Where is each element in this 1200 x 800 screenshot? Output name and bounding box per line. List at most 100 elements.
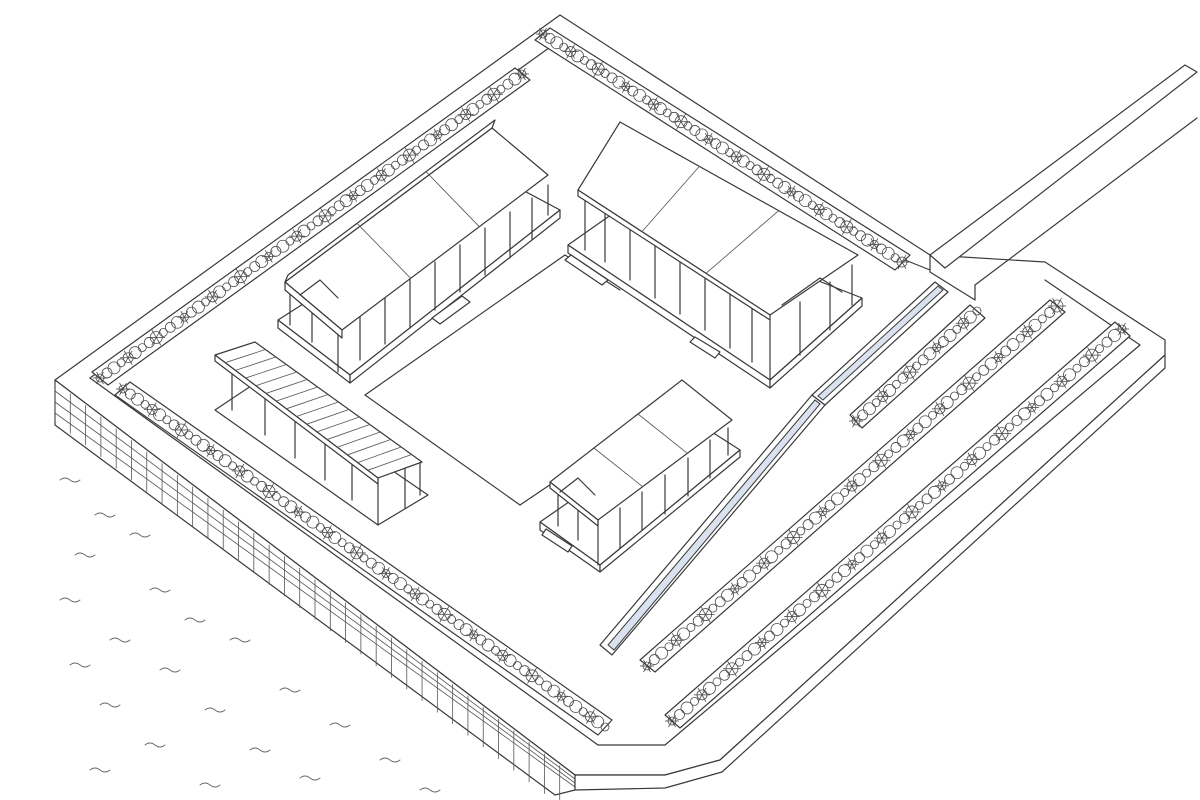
- shrub: [714, 596, 726, 608]
- shrub: [861, 233, 874, 247]
- shrub: [276, 239, 290, 253]
- shrub: [418, 139, 429, 151]
- shrub: [743, 569, 756, 583]
- shrub: [196, 438, 210, 452]
- shrub: [372, 561, 386, 575]
- shrub: [101, 367, 113, 379]
- shrub: [158, 327, 168, 337]
- water-surface: [59, 477, 441, 793]
- shrub: [390, 160, 400, 170]
- shrub: [270, 245, 282, 257]
- shrub: [899, 513, 910, 524]
- shrub: [774, 545, 784, 555]
- shrub: [1034, 395, 1045, 407]
- shrub: [648, 654, 660, 665]
- shrub: [963, 310, 977, 324]
- shrub: [796, 526, 806, 536]
- shrub: [819, 207, 833, 221]
- shrub: [668, 111, 680, 123]
- water-ripple: [59, 597, 81, 603]
- shrub: [1018, 407, 1031, 421]
- shrub: [1037, 314, 1047, 324]
- shrub: [834, 217, 846, 228]
- shrub: [563, 695, 574, 707]
- shrub: [541, 680, 552, 692]
- shrub: [481, 638, 495, 652]
- shrub: [124, 388, 136, 400]
- shrub: [984, 357, 998, 371]
- shrub: [854, 552, 865, 564]
- shrub: [512, 661, 522, 670]
- shrub: [190, 434, 202, 446]
- shrub: [778, 181, 792, 194]
- shrub: [585, 59, 597, 71]
- shrub: [453, 619, 465, 630]
- shrub: [862, 468, 872, 478]
- water-ripple: [249, 747, 271, 753]
- shrub: [284, 500, 298, 514]
- shrub: [875, 243, 887, 255]
- shrub: [748, 642, 761, 656]
- shrub: [716, 141, 729, 155]
- north-pavilion: [277, 119, 561, 384]
- shrub: [359, 553, 369, 563]
- shrub: [956, 384, 968, 395]
- shrub: [416, 592, 429, 606]
- shrub: [982, 442, 992, 452]
- perimeter-hedges: [91, 27, 1131, 736]
- shrub: [703, 681, 716, 695]
- shrub: [770, 623, 784, 636]
- shrub: [633, 88, 647, 102]
- shrub: [1101, 336, 1113, 348]
- water-ripple: [144, 742, 166, 748]
- shrub: [653, 102, 667, 115]
- shrub: [695, 128, 709, 142]
- shrub: [655, 646, 669, 660]
- shrub: [1063, 368, 1076, 382]
- shrub: [569, 700, 583, 713]
- shrub: [107, 361, 121, 375]
- water-channel: [599, 281, 949, 656]
- shrub: [928, 485, 941, 499]
- shrub: [680, 701, 694, 715]
- shrub: [735, 657, 744, 667]
- water-ripple: [74, 552, 96, 558]
- shrub: [831, 571, 843, 583]
- water-ripple: [419, 787, 441, 793]
- shrub: [278, 496, 290, 508]
- shrub: [830, 492, 844, 506]
- shrub: [445, 118, 459, 132]
- shrub: [950, 466, 964, 480]
- shrub: [547, 684, 561, 698]
- shrub: [255, 255, 269, 268]
- water-ripple: [89, 767, 111, 773]
- shrub: [918, 415, 932, 429]
- shrub: [890, 442, 902, 453]
- shrub: [868, 461, 880, 473]
- water-ripple: [94, 512, 116, 518]
- shrub: [1011, 415, 1023, 426]
- water-ripple: [199, 782, 221, 788]
- shrub: [793, 190, 804, 202]
- shrub: [1044, 307, 1056, 318]
- shrub: [772, 177, 784, 189]
- water-ripple: [299, 775, 321, 781]
- shrub: [692, 615, 704, 627]
- shrub: [162, 415, 172, 425]
- shrub: [1079, 356, 1090, 368]
- shrub: [824, 499, 836, 511]
- shrub: [710, 138, 721, 150]
- shrub: [921, 493, 933, 505]
- shrub: [943, 329, 957, 342]
- shrub: [534, 676, 544, 686]
- shrub: [809, 591, 820, 603]
- shrub: [412, 145, 421, 155]
- shrub: [912, 361, 921, 371]
- shrub: [591, 715, 605, 729]
- shrub: [164, 321, 176, 333]
- shrub: [808, 511, 822, 525]
- shrub: [339, 194, 353, 208]
- shrub: [712, 677, 722, 687]
- shrub: [1005, 422, 1014, 432]
- shrub: [475, 100, 485, 109]
